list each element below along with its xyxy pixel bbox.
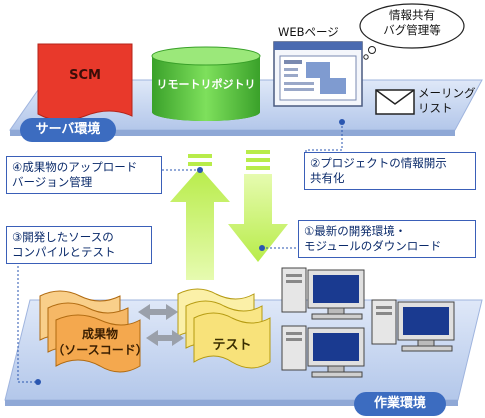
- step-1-callout: ①最新の開発環境・ モジュールのダウンロード: [298, 220, 476, 258]
- work-environment-label: 作業環境: [354, 392, 446, 416]
- download-arrow: [228, 150, 288, 262]
- artifact-label: 成果物 （ソースコード）: [52, 327, 148, 357]
- computer-3: [281, 325, 365, 378]
- upload-arrow: [170, 154, 230, 280]
- repository-cylinder-icon: [151, 46, 261, 121]
- test-scrolls: [177, 288, 271, 369]
- bubble-text: 情報共有 バグ管理等: [383, 8, 441, 37]
- repository-label: リモートリポジトリ: [156, 78, 256, 91]
- connector-dots: [35, 119, 345, 385]
- step-4-callout: ④成果物のアップロード バージョン管理: [6, 156, 162, 194]
- server-environment-label: サーバ環境: [20, 118, 116, 142]
- info-bubble: [359, 3, 465, 60]
- web-page-window-icon: [273, 41, 363, 107]
- step-3-callout: ③開発したソースの コンパイルとテスト: [6, 226, 152, 264]
- step-2-callout: ②プロジェクトの情報開示 共有化: [304, 152, 476, 190]
- connector-lines: [17, 122, 343, 383]
- envelope-icon: [375, 89, 415, 115]
- computer-2: [371, 299, 455, 352]
- test-label: テスト: [212, 338, 252, 353]
- exchange-arrows: [138, 304, 184, 346]
- web-page-label: WEBページ: [278, 25, 339, 39]
- mailing-list-label: メーリング リスト: [418, 86, 476, 115]
- computer-1: [281, 267, 365, 320]
- scm-label: SCM: [69, 68, 101, 83]
- artifact-scrolls: [39, 290, 141, 373]
